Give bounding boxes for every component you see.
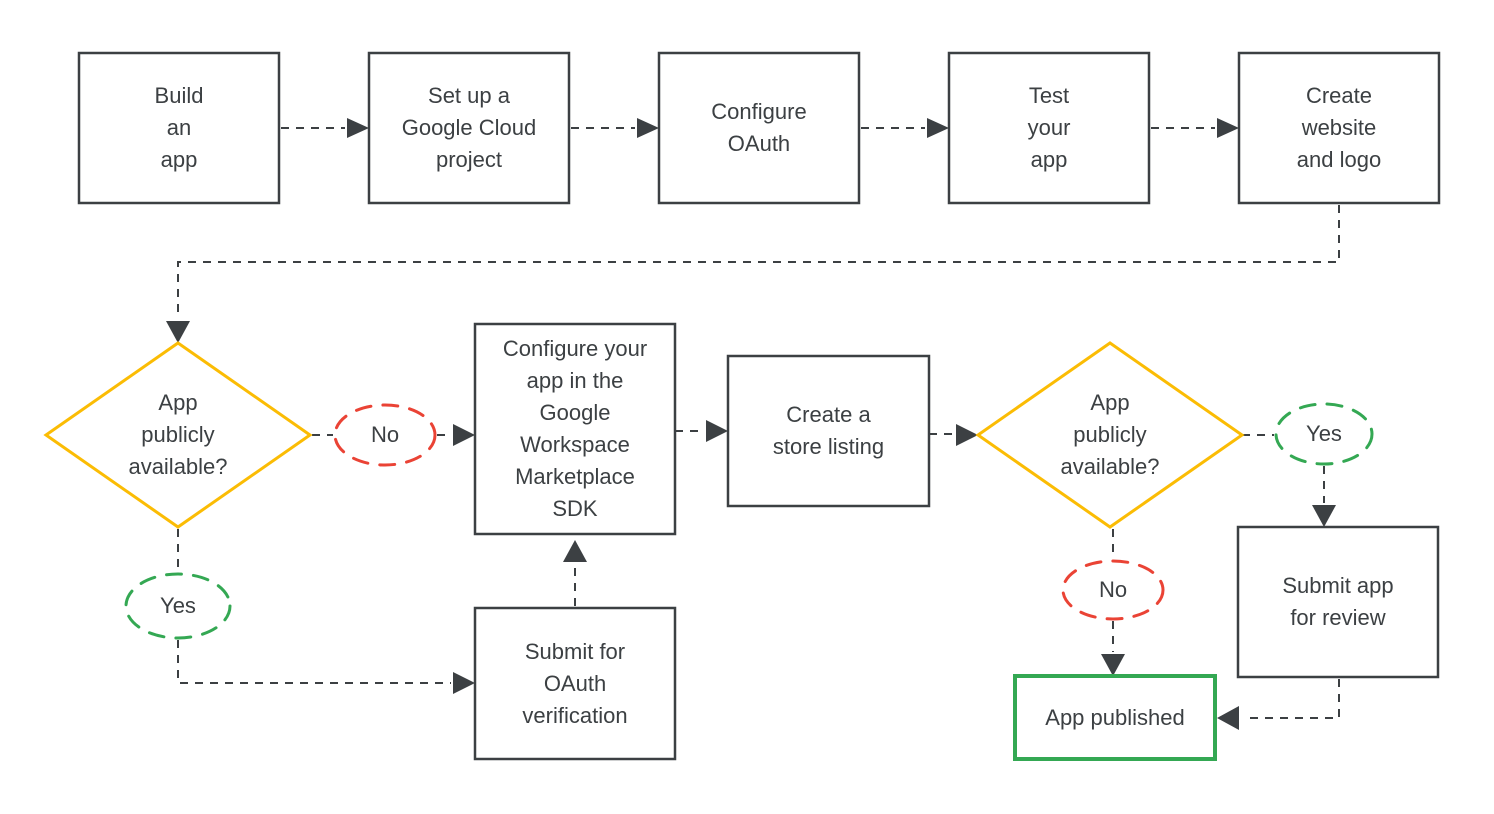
arrowhead-into-test	[927, 118, 949, 138]
node-store-box	[726, 354, 931, 508]
node-decision1-diamond	[43, 341, 313, 529]
arrowhead-into-published-top	[1101, 654, 1125, 676]
arrowhead-into-review	[1312, 505, 1336, 527]
node-decision2-diamond	[975, 341, 1245, 529]
arrowhead-into-store	[706, 420, 728, 442]
node-no2-ellipse	[1061, 559, 1165, 621]
edge-review-published	[1243, 679, 1340, 719]
arrowhead-into-oauth	[637, 118, 659, 138]
node-sdk-box	[473, 322, 677, 536]
arrowhead-into-oauthverify	[453, 672, 475, 694]
arrowhead-into-setup	[347, 118, 369, 138]
node-setup-box	[367, 51, 571, 205]
arrowhead-into-sdk-bottom	[563, 540, 587, 562]
node-no1-ellipse	[333, 403, 437, 467]
node-build-box	[77, 51, 281, 205]
node-review-box	[1236, 525, 1440, 679]
node-oauthverify-box	[473, 606, 677, 761]
arrowhead-into-sdk-left	[453, 424, 475, 446]
arrowhead-into-website	[1217, 118, 1239, 138]
node-yes2-ellipse	[1274, 402, 1374, 466]
arrowhead-into-decision1	[166, 321, 190, 343]
arrowhead-into-decision2	[956, 424, 978, 446]
node-oauth-box	[657, 51, 861, 205]
arrowhead-into-published-right	[1217, 706, 1239, 730]
node-published-box	[1013, 674, 1217, 761]
node-website-box	[1237, 51, 1441, 205]
edge-website-decision1	[177, 205, 1340, 319]
edge-yes1-oauthverify	[177, 640, 451, 684]
node-test-box	[947, 51, 1151, 205]
node-yes1-ellipse	[124, 572, 232, 640]
